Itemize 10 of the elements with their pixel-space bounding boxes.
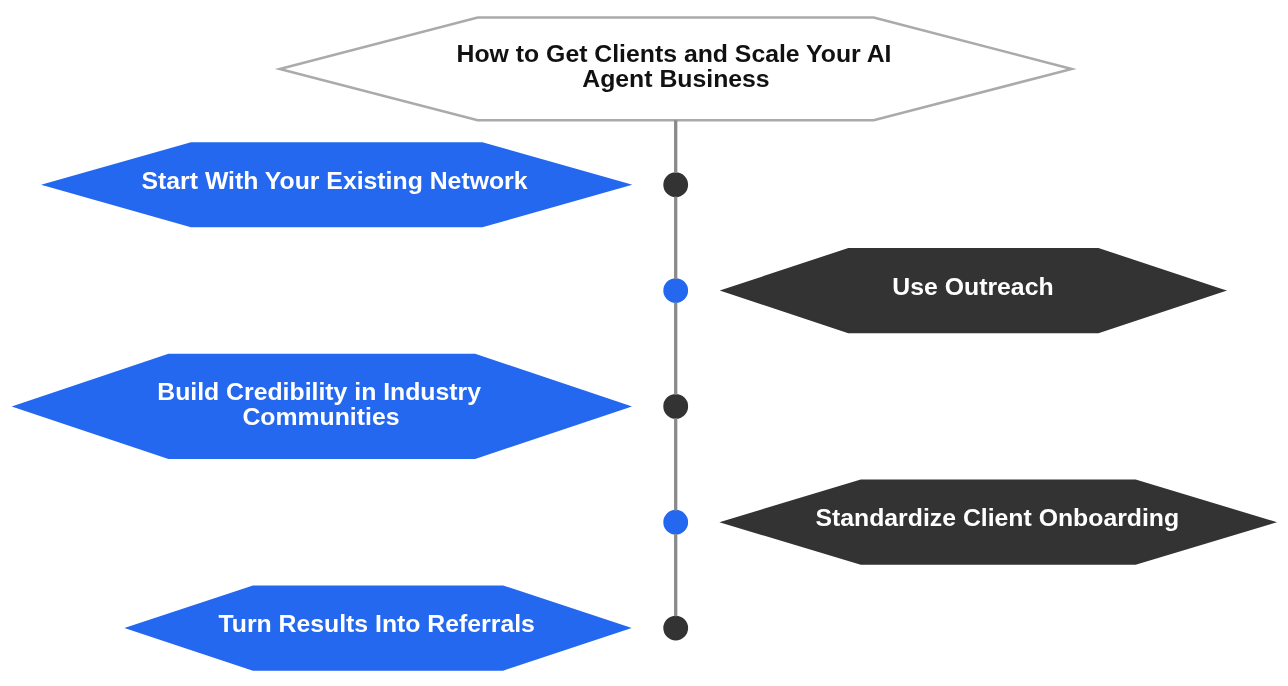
connector (674, 302, 678, 395)
connector (674, 119, 678, 173)
node-circle (663, 615, 689, 640)
connector (674, 417, 678, 510)
node-circle (663, 509, 689, 535)
node-circle (663, 171, 689, 197)
node-circle (663, 277, 689, 303)
connector (674, 196, 678, 279)
node-circle (663, 393, 689, 419)
connector (674, 533, 678, 616)
